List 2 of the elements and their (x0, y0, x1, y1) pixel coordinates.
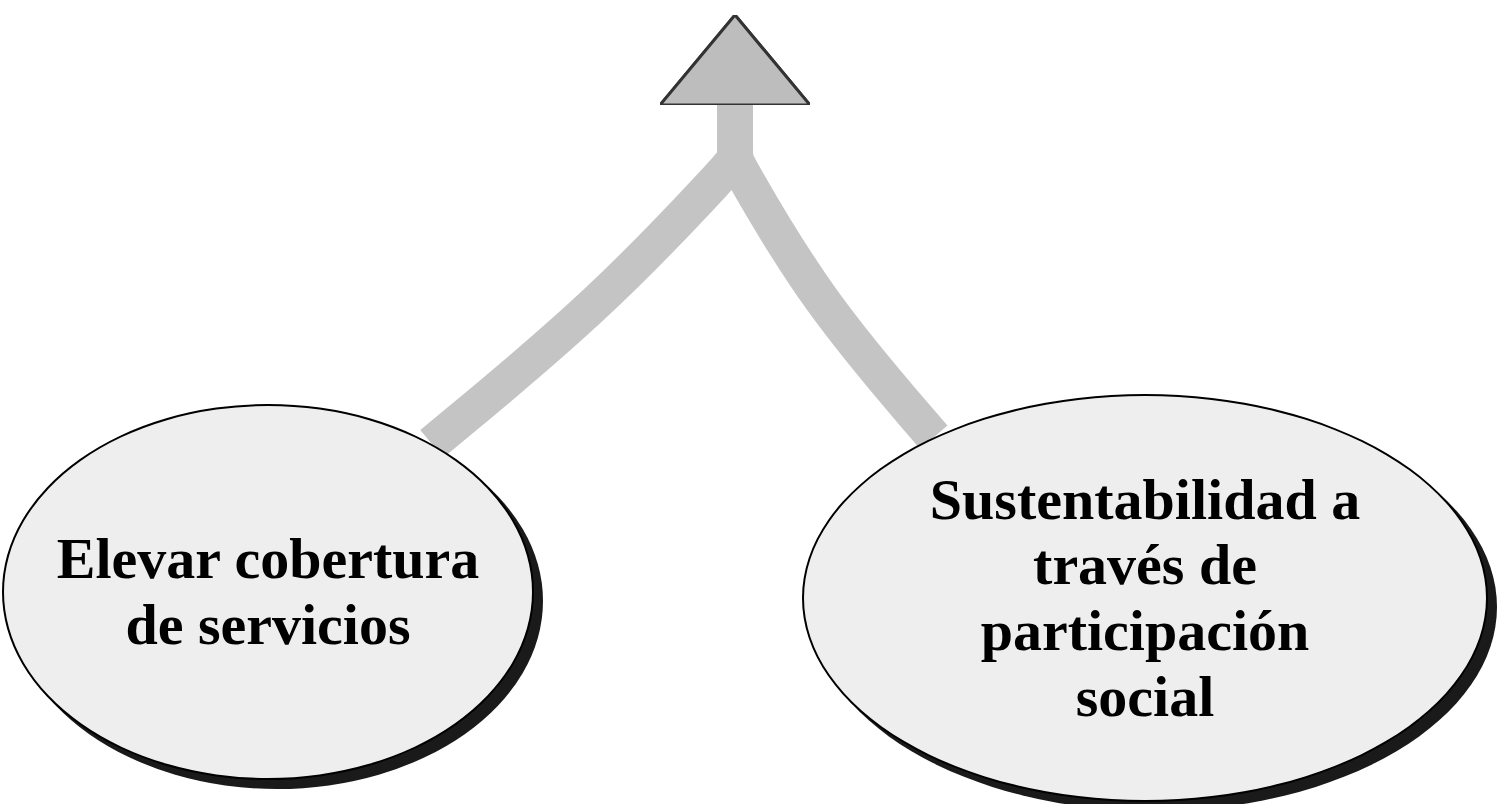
node-label: Sustentabilidad a través de participación social (928, 466, 1362, 730)
node-label: Elevar cobertura de servicios (55, 526, 481, 658)
